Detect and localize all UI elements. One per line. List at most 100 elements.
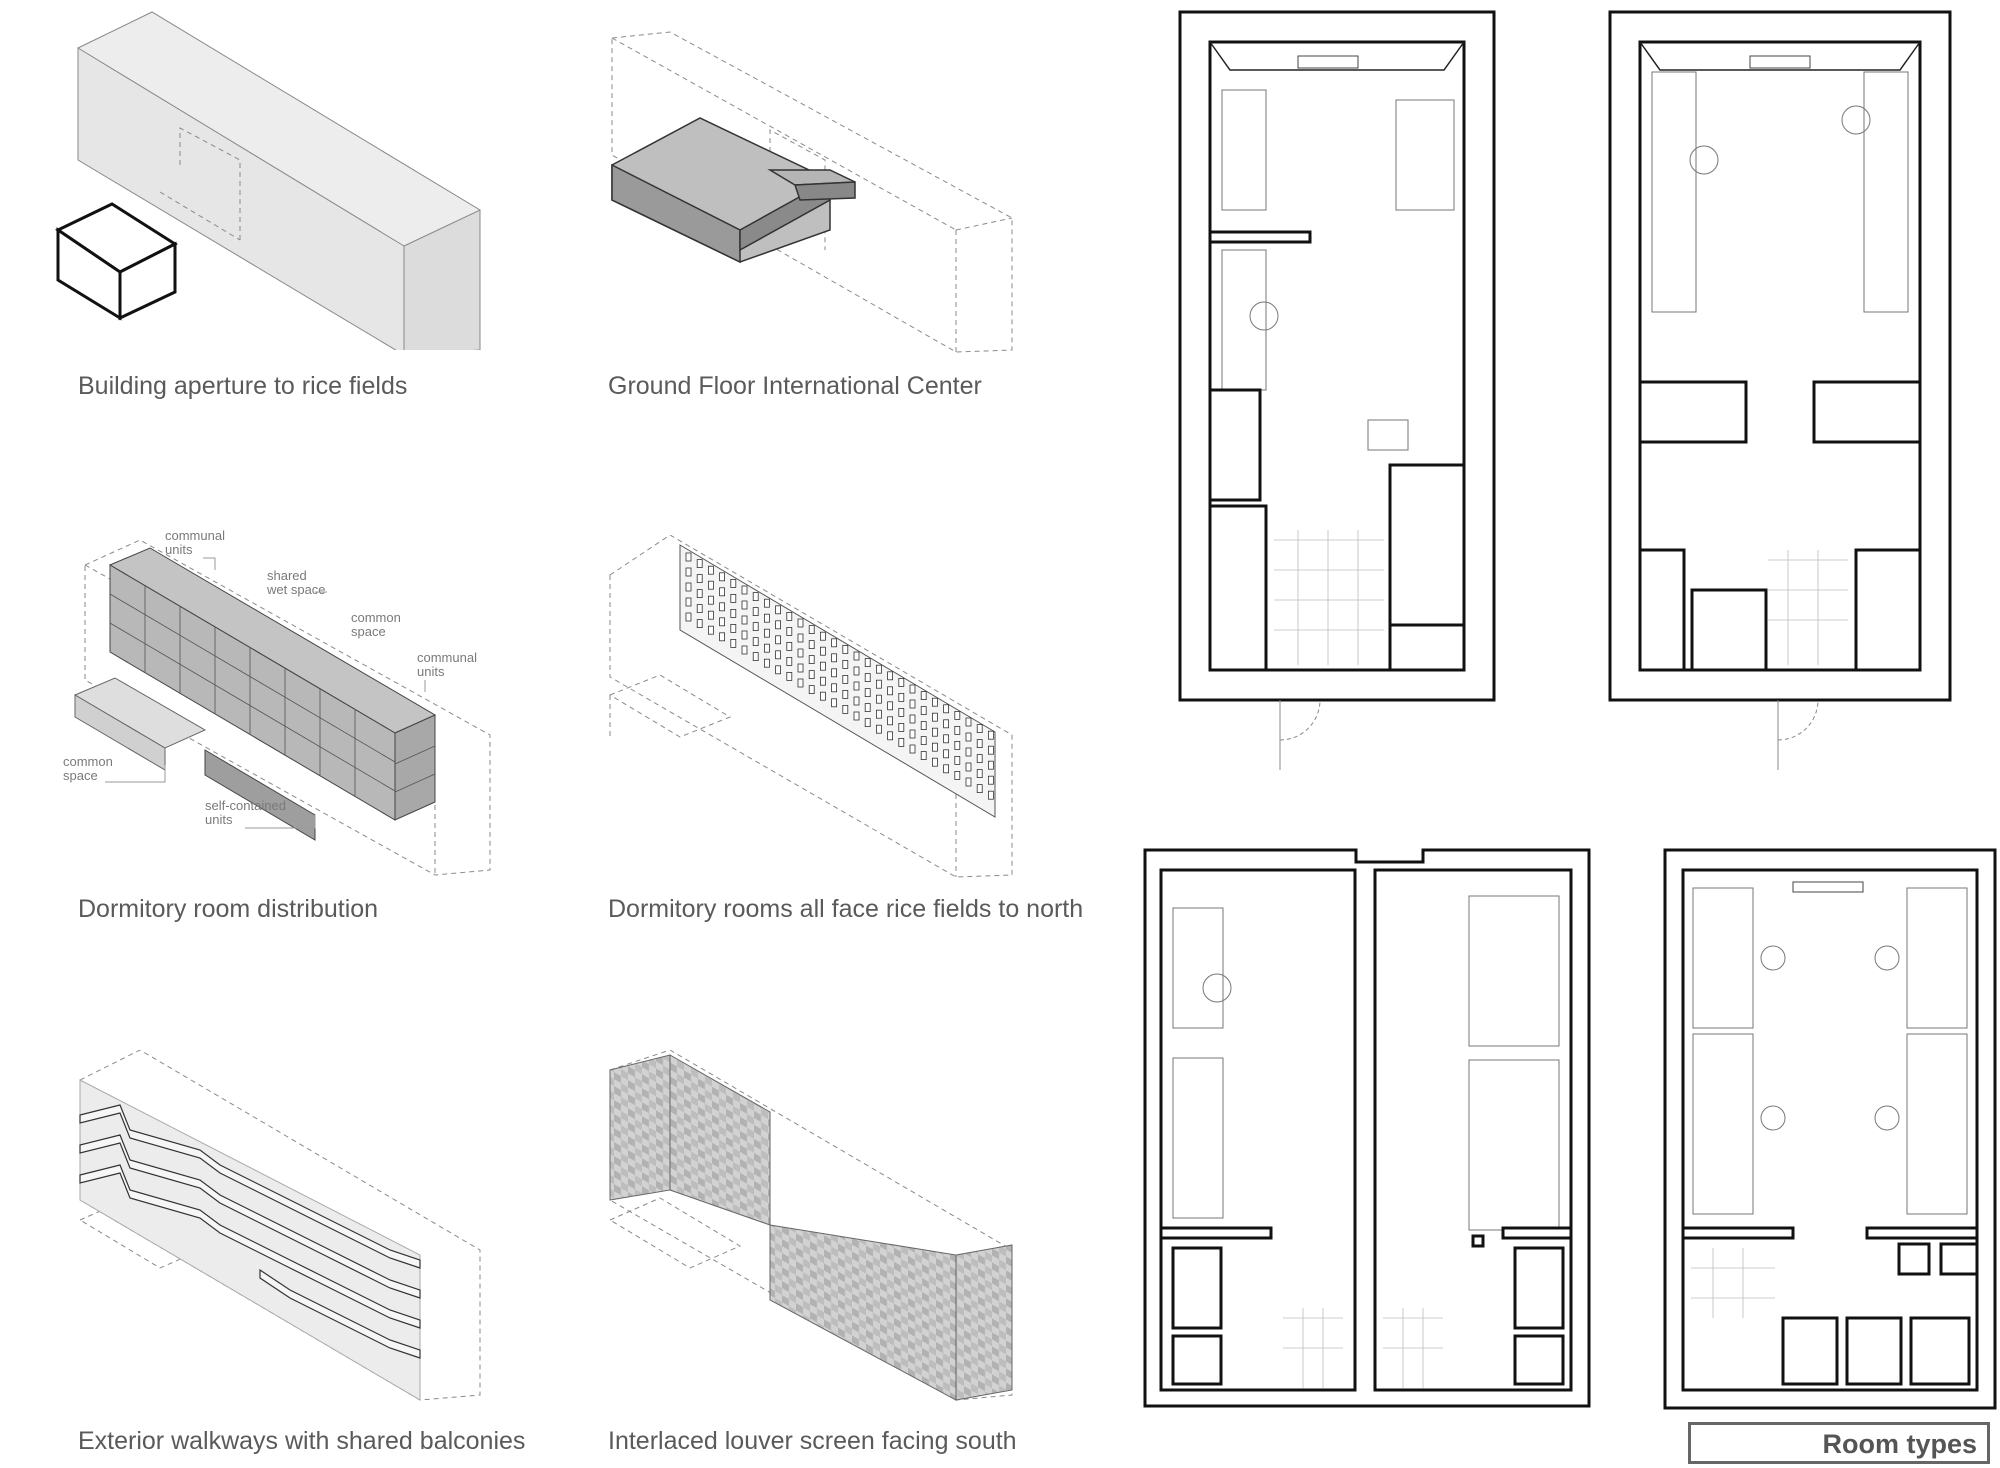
window (719, 587, 725, 597)
window (853, 696, 860, 706)
window (730, 624, 737, 633)
window (864, 688, 871, 698)
window (808, 640, 815, 649)
window (954, 725, 961, 735)
floor-plan-2-drawing (1608, 10, 1952, 770)
window (954, 740, 961, 750)
caption-aperture: Building aperture to rice fields (78, 372, 408, 400)
window (965, 717, 972, 727)
window (931, 697, 938, 707)
balcony-strips (79, 1104, 421, 1359)
window (752, 607, 759, 616)
window (943, 749, 950, 759)
window (752, 622, 759, 631)
window (943, 704, 950, 714)
window (954, 770, 961, 780)
window (719, 602, 725, 612)
window (842, 674, 849, 684)
window (875, 679, 882, 689)
window (797, 633, 804, 643)
window (875, 709, 882, 719)
window (965, 732, 972, 742)
window (786, 612, 793, 621)
window (752, 637, 759, 646)
window (831, 653, 838, 663)
window (875, 694, 882, 704)
window (763, 628, 770, 638)
window (696, 619, 703, 628)
window (920, 706, 927, 716)
window (987, 790, 994, 800)
window-grid (685, 552, 994, 800)
window (786, 657, 793, 666)
window (954, 755, 961, 765)
svg-text:space: space (63, 768, 98, 783)
window (741, 630, 748, 640)
window (909, 729, 916, 739)
window (685, 582, 692, 592)
window (842, 704, 849, 714)
window (954, 710, 961, 720)
window (853, 666, 860, 676)
floor-plan-2 (1608, 10, 1958, 775)
window (842, 645, 849, 654)
window (909, 684, 916, 694)
window (719, 572, 725, 582)
window (976, 739, 983, 749)
room-types-label: Room types (1822, 1429, 1977, 1459)
window (752, 592, 759, 601)
window (786, 627, 793, 636)
window (853, 651, 860, 661)
window (965, 762, 972, 772)
window (763, 598, 770, 608)
caption-walkways: Exterior walkways with shared balconies (78, 1427, 526, 1455)
window (976, 754, 983, 764)
plan-2-tiles (1768, 550, 1848, 665)
window (786, 642, 793, 651)
window (864, 673, 871, 683)
window (708, 580, 714, 590)
window (685, 552, 692, 562)
plan-4-tiles (1691, 1248, 1775, 1318)
window (875, 724, 882, 734)
window (909, 714, 916, 724)
window (775, 665, 782, 675)
window (730, 639, 737, 648)
window (875, 664, 882, 674)
window (730, 609, 737, 618)
window (943, 734, 950, 744)
window (741, 600, 748, 610)
window (708, 610, 714, 620)
window (708, 565, 714, 575)
floor-plan-1 (1178, 10, 1498, 775)
window (741, 585, 748, 595)
window (730, 579, 737, 588)
window (819, 676, 826, 686)
window (931, 727, 938, 737)
face-north-drawing (608, 535, 1013, 878)
svg-text:space: space (351, 624, 386, 639)
window (797, 678, 804, 688)
window (696, 604, 703, 613)
window (775, 620, 782, 630)
window (853, 681, 860, 691)
window (898, 692, 905, 702)
window (719, 632, 725, 642)
diagram-ground-floor (600, 30, 1040, 360)
window (842, 660, 849, 669)
window (808, 655, 815, 664)
window (931, 757, 938, 767)
window (831, 683, 838, 693)
window (842, 689, 849, 699)
window (943, 719, 950, 729)
caption-distribution: Dormitory room distribution (78, 895, 379, 923)
window (763, 643, 770, 653)
window (887, 686, 894, 696)
window (976, 769, 983, 779)
window (887, 731, 894, 741)
svg-text:communal: communal (165, 528, 225, 543)
window (808, 685, 815, 695)
window (931, 742, 938, 752)
window (797, 648, 804, 658)
window (920, 736, 927, 746)
